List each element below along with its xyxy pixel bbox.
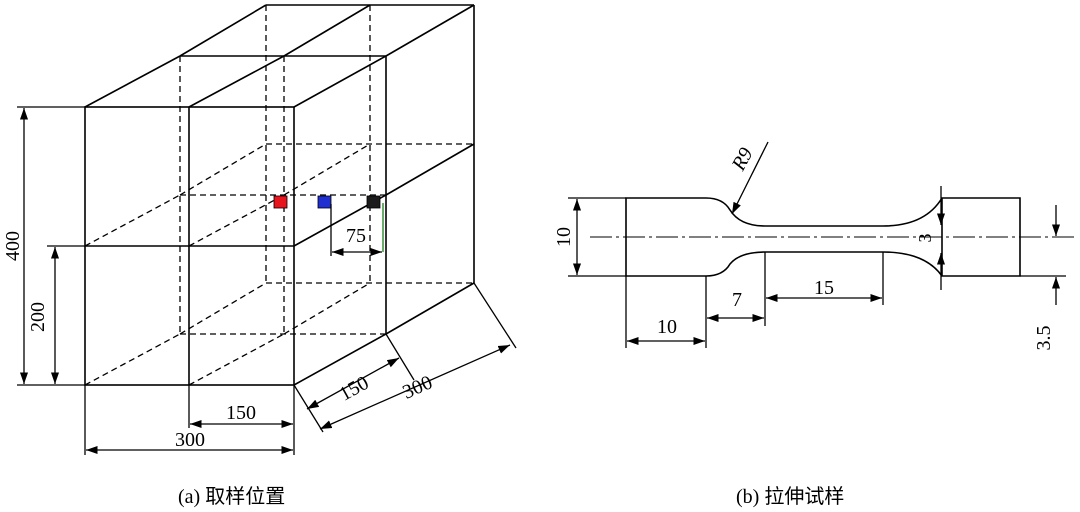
dim-offset-3-5: 3.5 [1033, 326, 1055, 351]
sample-cube-red [273, 195, 288, 209]
dim-depth-150: 150 [336, 372, 373, 406]
caption-sampling-position: (a) 取样位置 [178, 486, 286, 508]
specimen-dimensions [568, 141, 1066, 348]
dim-grip-height-10: 10 [553, 227, 575, 247]
sample-cube-black [366, 195, 381, 209]
dim-gauge-length-15: 15 [814, 277, 834, 299]
dim-width-300: 300 [175, 429, 205, 451]
dim-depth-300: 300 [399, 371, 435, 403]
dim-spacing-75: 75 [346, 225, 366, 247]
sampling-block [84, 4, 475, 386]
dim-grip-length-10: 10 [657, 316, 677, 338]
dim-width-150: 150 [226, 402, 256, 424]
caption-tensile-specimen: (b) 拉伸试样 [736, 486, 845, 508]
hidden-edges [84, 5, 474, 386]
block-dimensions [17, 106, 517, 455]
dim-height-400: 400 [2, 231, 24, 261]
dim-transition-7: 7 [732, 289, 742, 311]
sample-cube-blue [317, 195, 332, 209]
sample-cubes [273, 195, 381, 209]
dim-gauge-thickness-3: 3 [915, 234, 935, 243]
dim-height-200: 200 [27, 302, 49, 332]
